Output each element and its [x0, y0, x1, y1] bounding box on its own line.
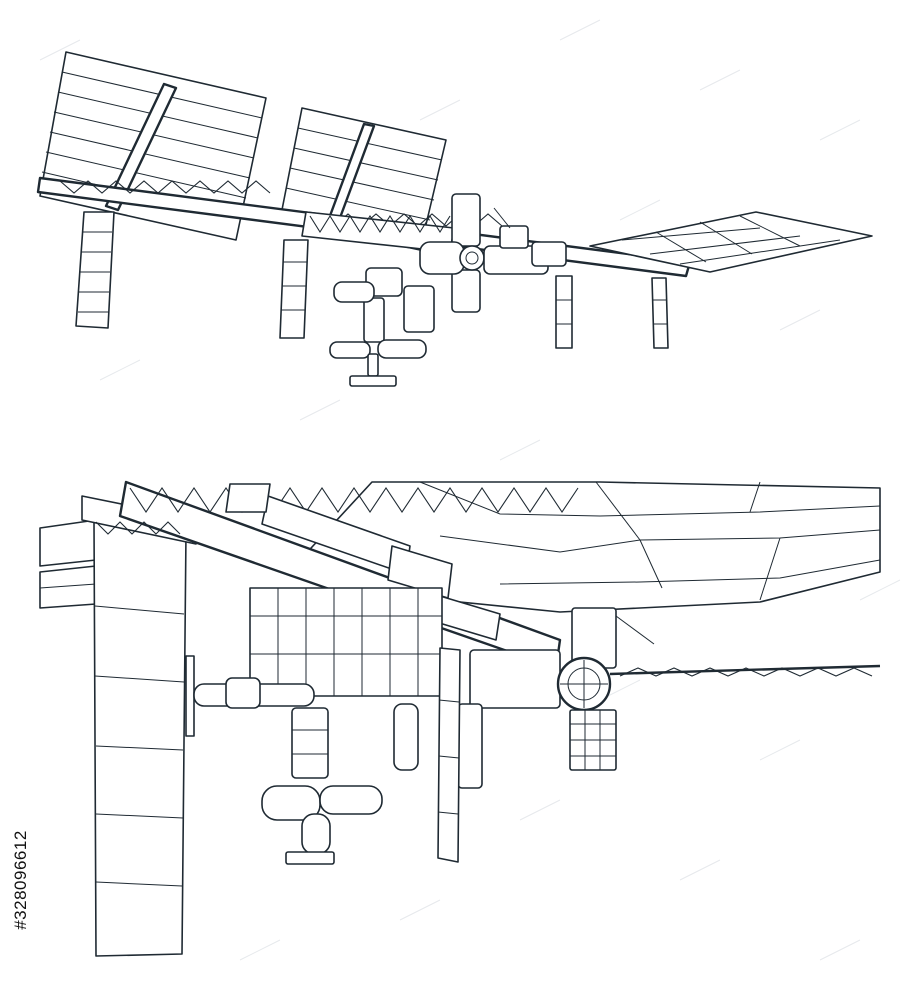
stock-id-text: #328096612: [11, 830, 31, 930]
closeup-docking-arm: [185, 655, 315, 737]
modules-overview: [329, 193, 567, 387]
stock-id-label: #328096612: [8, 760, 34, 1000]
closeup-hanging-modules: [261, 647, 483, 865]
station-overview: [36, 51, 873, 387]
closeup-module-block: [249, 587, 617, 709]
right-solar-array: [589, 211, 873, 273]
closeup-node-and-cargo: [556, 615, 881, 771]
closeup-panel-strips: [39, 519, 97, 609]
closeup-left-radiator: [93, 521, 187, 957]
station-closeup: [39, 480, 881, 957]
radiators-overview: [75, 211, 669, 349]
